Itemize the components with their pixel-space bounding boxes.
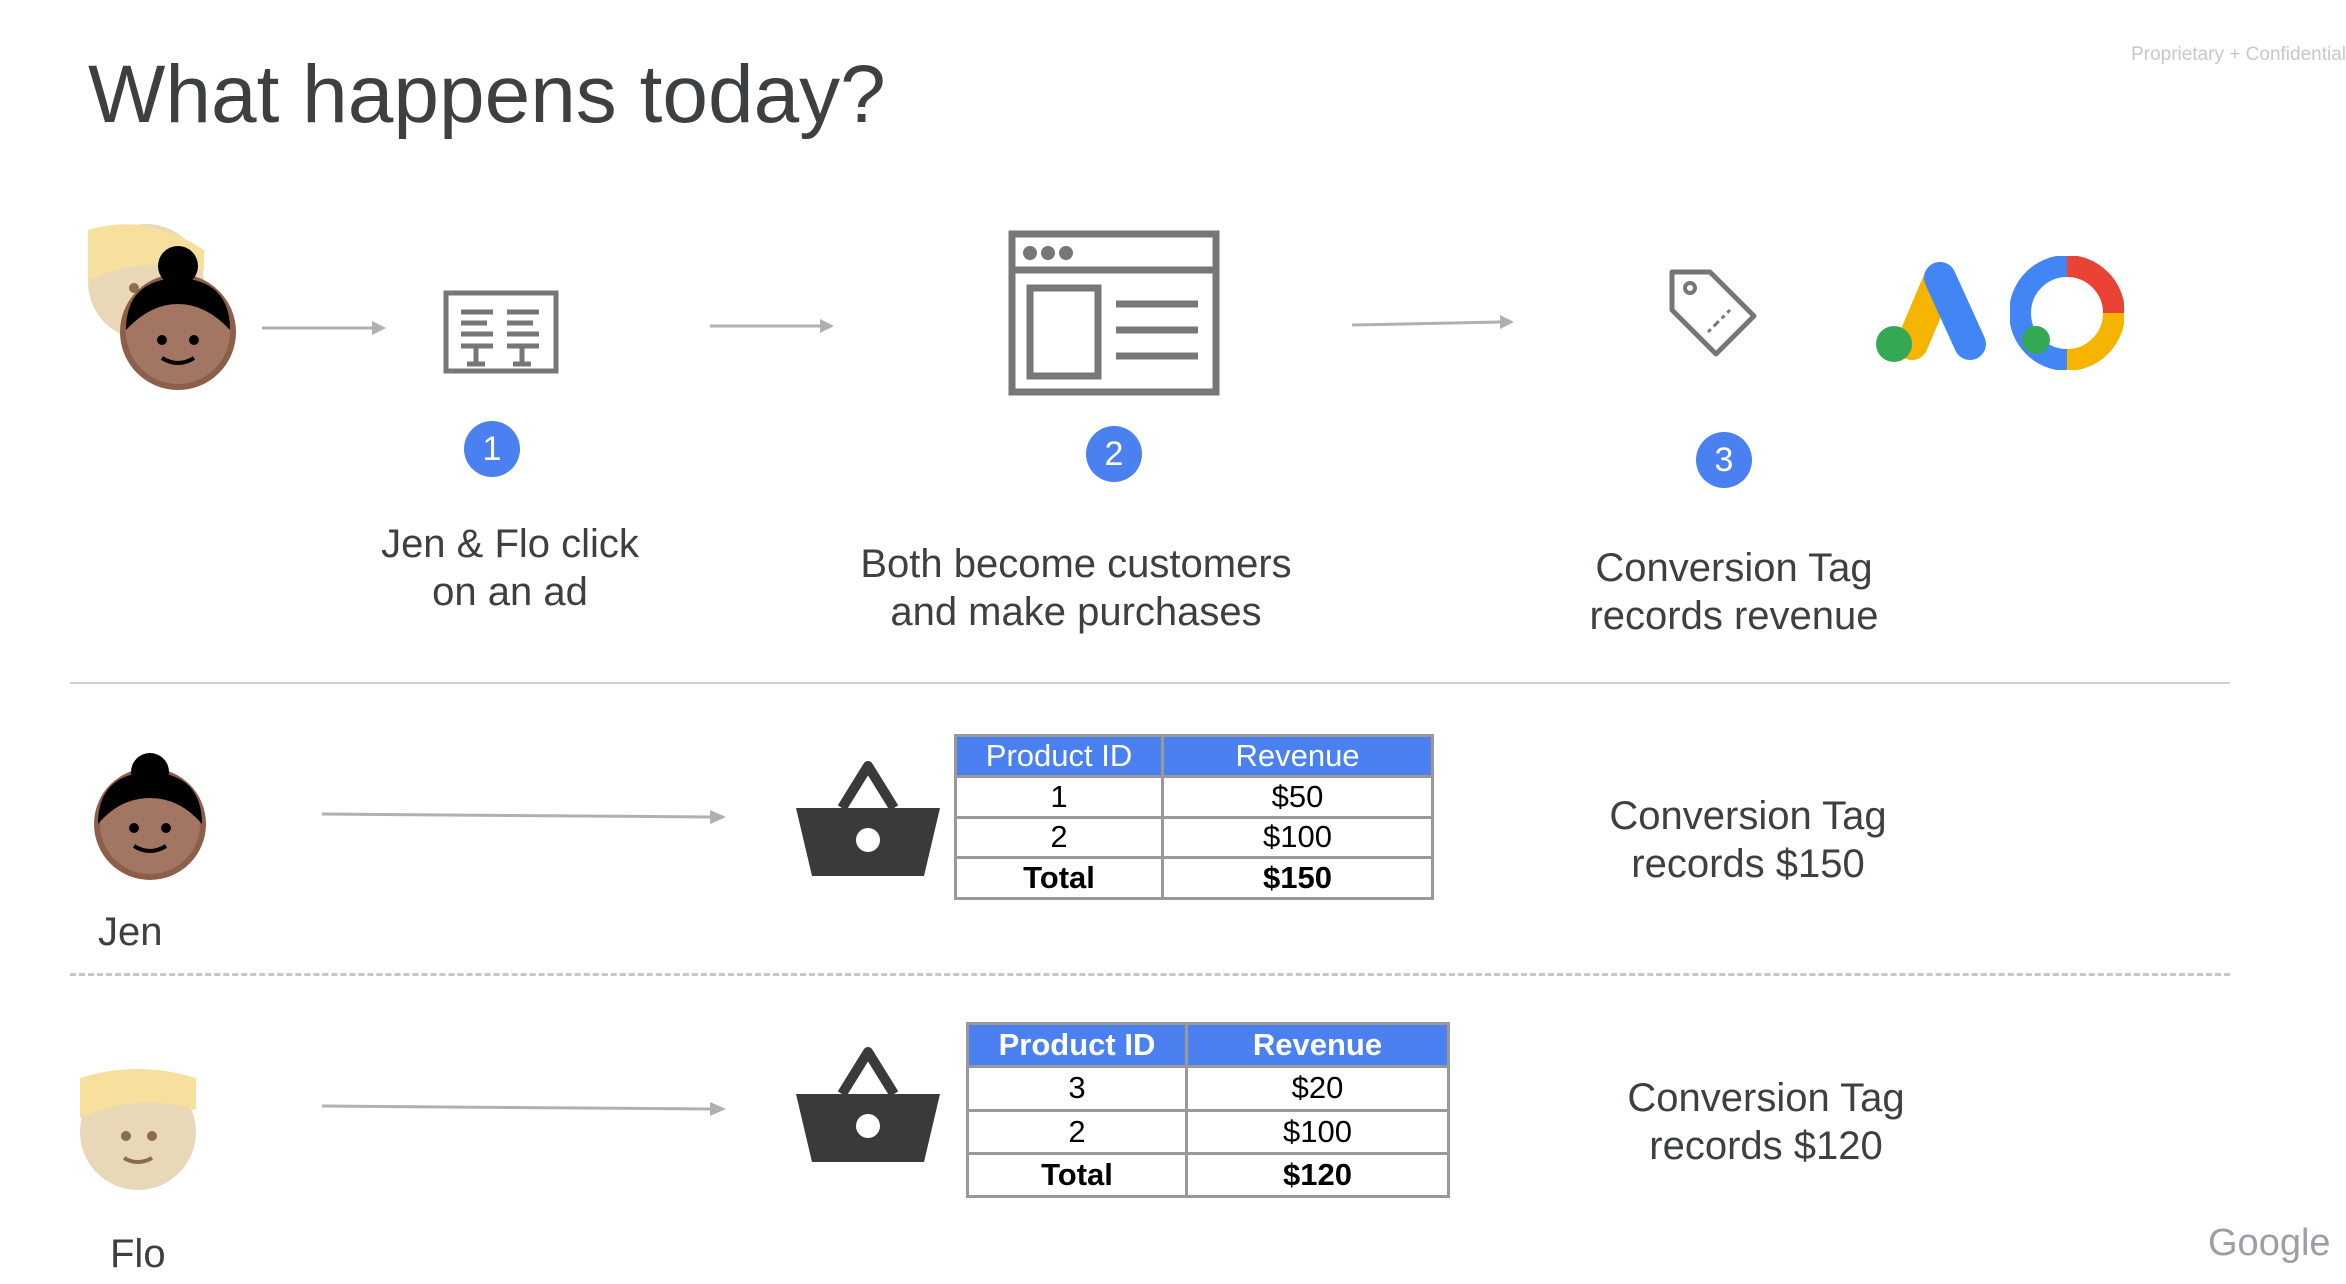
google-ads-logo-icon <box>1876 262 1986 362</box>
ad-icon <box>443 290 559 374</box>
website-icon <box>1008 230 1220 396</box>
table-header-row: Product ID Revenue <box>954 734 1434 778</box>
jen-result-caption: Conversion Tag records $150 <box>1548 792 1948 888</box>
arrow-icon <box>321 810 726 824</box>
section-divider <box>70 682 2230 684</box>
arrow-icon <box>710 319 834 333</box>
jen-result-line2: records $150 <box>1631 842 1865 886</box>
product-id-cell: 2 <box>966 1108 1188 1155</box>
column-header-product-id: Product ID <box>966 1021 1188 1069</box>
column-header-revenue: Revenue <box>1161 734 1434 778</box>
confidential-label: Proprietary + Confidential <box>2131 44 2346 65</box>
total-value-cell: $120 <box>1185 1151 1450 1199</box>
revenue-cell: $100 <box>1161 815 1434 860</box>
table-header-row: Product ID Revenue <box>966 1021 1450 1069</box>
flo-result-line2: records $120 <box>1649 1124 1883 1168</box>
product-id-cell: 2 <box>954 815 1164 860</box>
jen-revenue-table: Product ID Revenue 1 $50 2 $100 Total $1… <box>954 734 1434 900</box>
revenue-cell: $100 <box>1185 1108 1450 1155</box>
step-2-badge: 2 <box>1086 426 1142 482</box>
step-3-caption-line1: Conversion Tag <box>1595 546 1873 590</box>
step-1-caption-line1: Jen & Flo click <box>381 522 639 566</box>
step-1-caption: Jen & Flo click on an ad <box>310 520 710 616</box>
jen-and-flo-avatars <box>88 224 236 390</box>
step-1-badge: 1 <box>464 421 520 477</box>
step-3-badge: 3 <box>1696 432 1752 488</box>
analytics-ring-logo-icon <box>2010 256 2124 370</box>
table-row: 2 $100 <box>954 815 1434 860</box>
product-id-cell: 3 <box>966 1065 1188 1112</box>
column-header-revenue: Revenue <box>1185 1021 1450 1069</box>
jen-face-icon <box>120 246 236 390</box>
flo-face-icon <box>80 1069 196 1190</box>
total-label-cell: Total <box>954 856 1164 900</box>
step-2-caption: Both become customers and make purchases <box>826 540 1326 636</box>
flo-revenue-table: Product ID Revenue 3 $20 2 $100 Total $1… <box>966 1021 1450 1199</box>
shopping-basket-icon <box>796 761 940 876</box>
jen-face-icon <box>94 753 206 880</box>
table-row: 2 $100 <box>966 1108 1450 1155</box>
flo-name: Flo <box>110 1232 166 1276</box>
step-2-caption-line2: and make purchases <box>890 590 1262 634</box>
product-id-cell: 1 <box>954 774 1164 819</box>
step-1-caption-line2: on an ad <box>432 570 588 614</box>
step-3-caption-line2: records revenue <box>1589 594 1879 638</box>
shopping-basket-icon <box>796 1047 940 1162</box>
arrow-icon <box>262 321 386 335</box>
step-3-caption: Conversion Tag records revenue <box>1534 544 1934 640</box>
page-title: What happens today? <box>88 49 886 140</box>
total-value-cell: $150 <box>1161 856 1434 900</box>
column-header-product-id: Product ID <box>954 734 1164 778</box>
arrow-icon <box>1351 315 1514 329</box>
jen-name: Jen <box>98 910 163 954</box>
flo-result-caption: Conversion Tag records $120 <box>1566 1074 1966 1170</box>
step-2-caption-line1: Both become customers <box>860 542 1292 586</box>
flo-result-line1: Conversion Tag <box>1627 1076 1905 1120</box>
table-row: 3 $20 <box>966 1065 1450 1112</box>
total-label-cell: Total <box>966 1151 1188 1199</box>
arrow-icon <box>321 1102 726 1116</box>
table-total-row: Total $120 <box>966 1151 1450 1199</box>
revenue-cell: $20 <box>1185 1065 1450 1112</box>
revenue-cell: $50 <box>1161 774 1434 819</box>
jen-result-line1: Conversion Tag <box>1609 794 1887 838</box>
tag-icon <box>1669 269 1757 357</box>
google-logo: Google <box>2208 1222 2331 1264</box>
table-total-row: Total $150 <box>954 856 1434 900</box>
table-row: 1 $50 <box>954 774 1434 819</box>
dashed-divider <box>70 973 2230 976</box>
